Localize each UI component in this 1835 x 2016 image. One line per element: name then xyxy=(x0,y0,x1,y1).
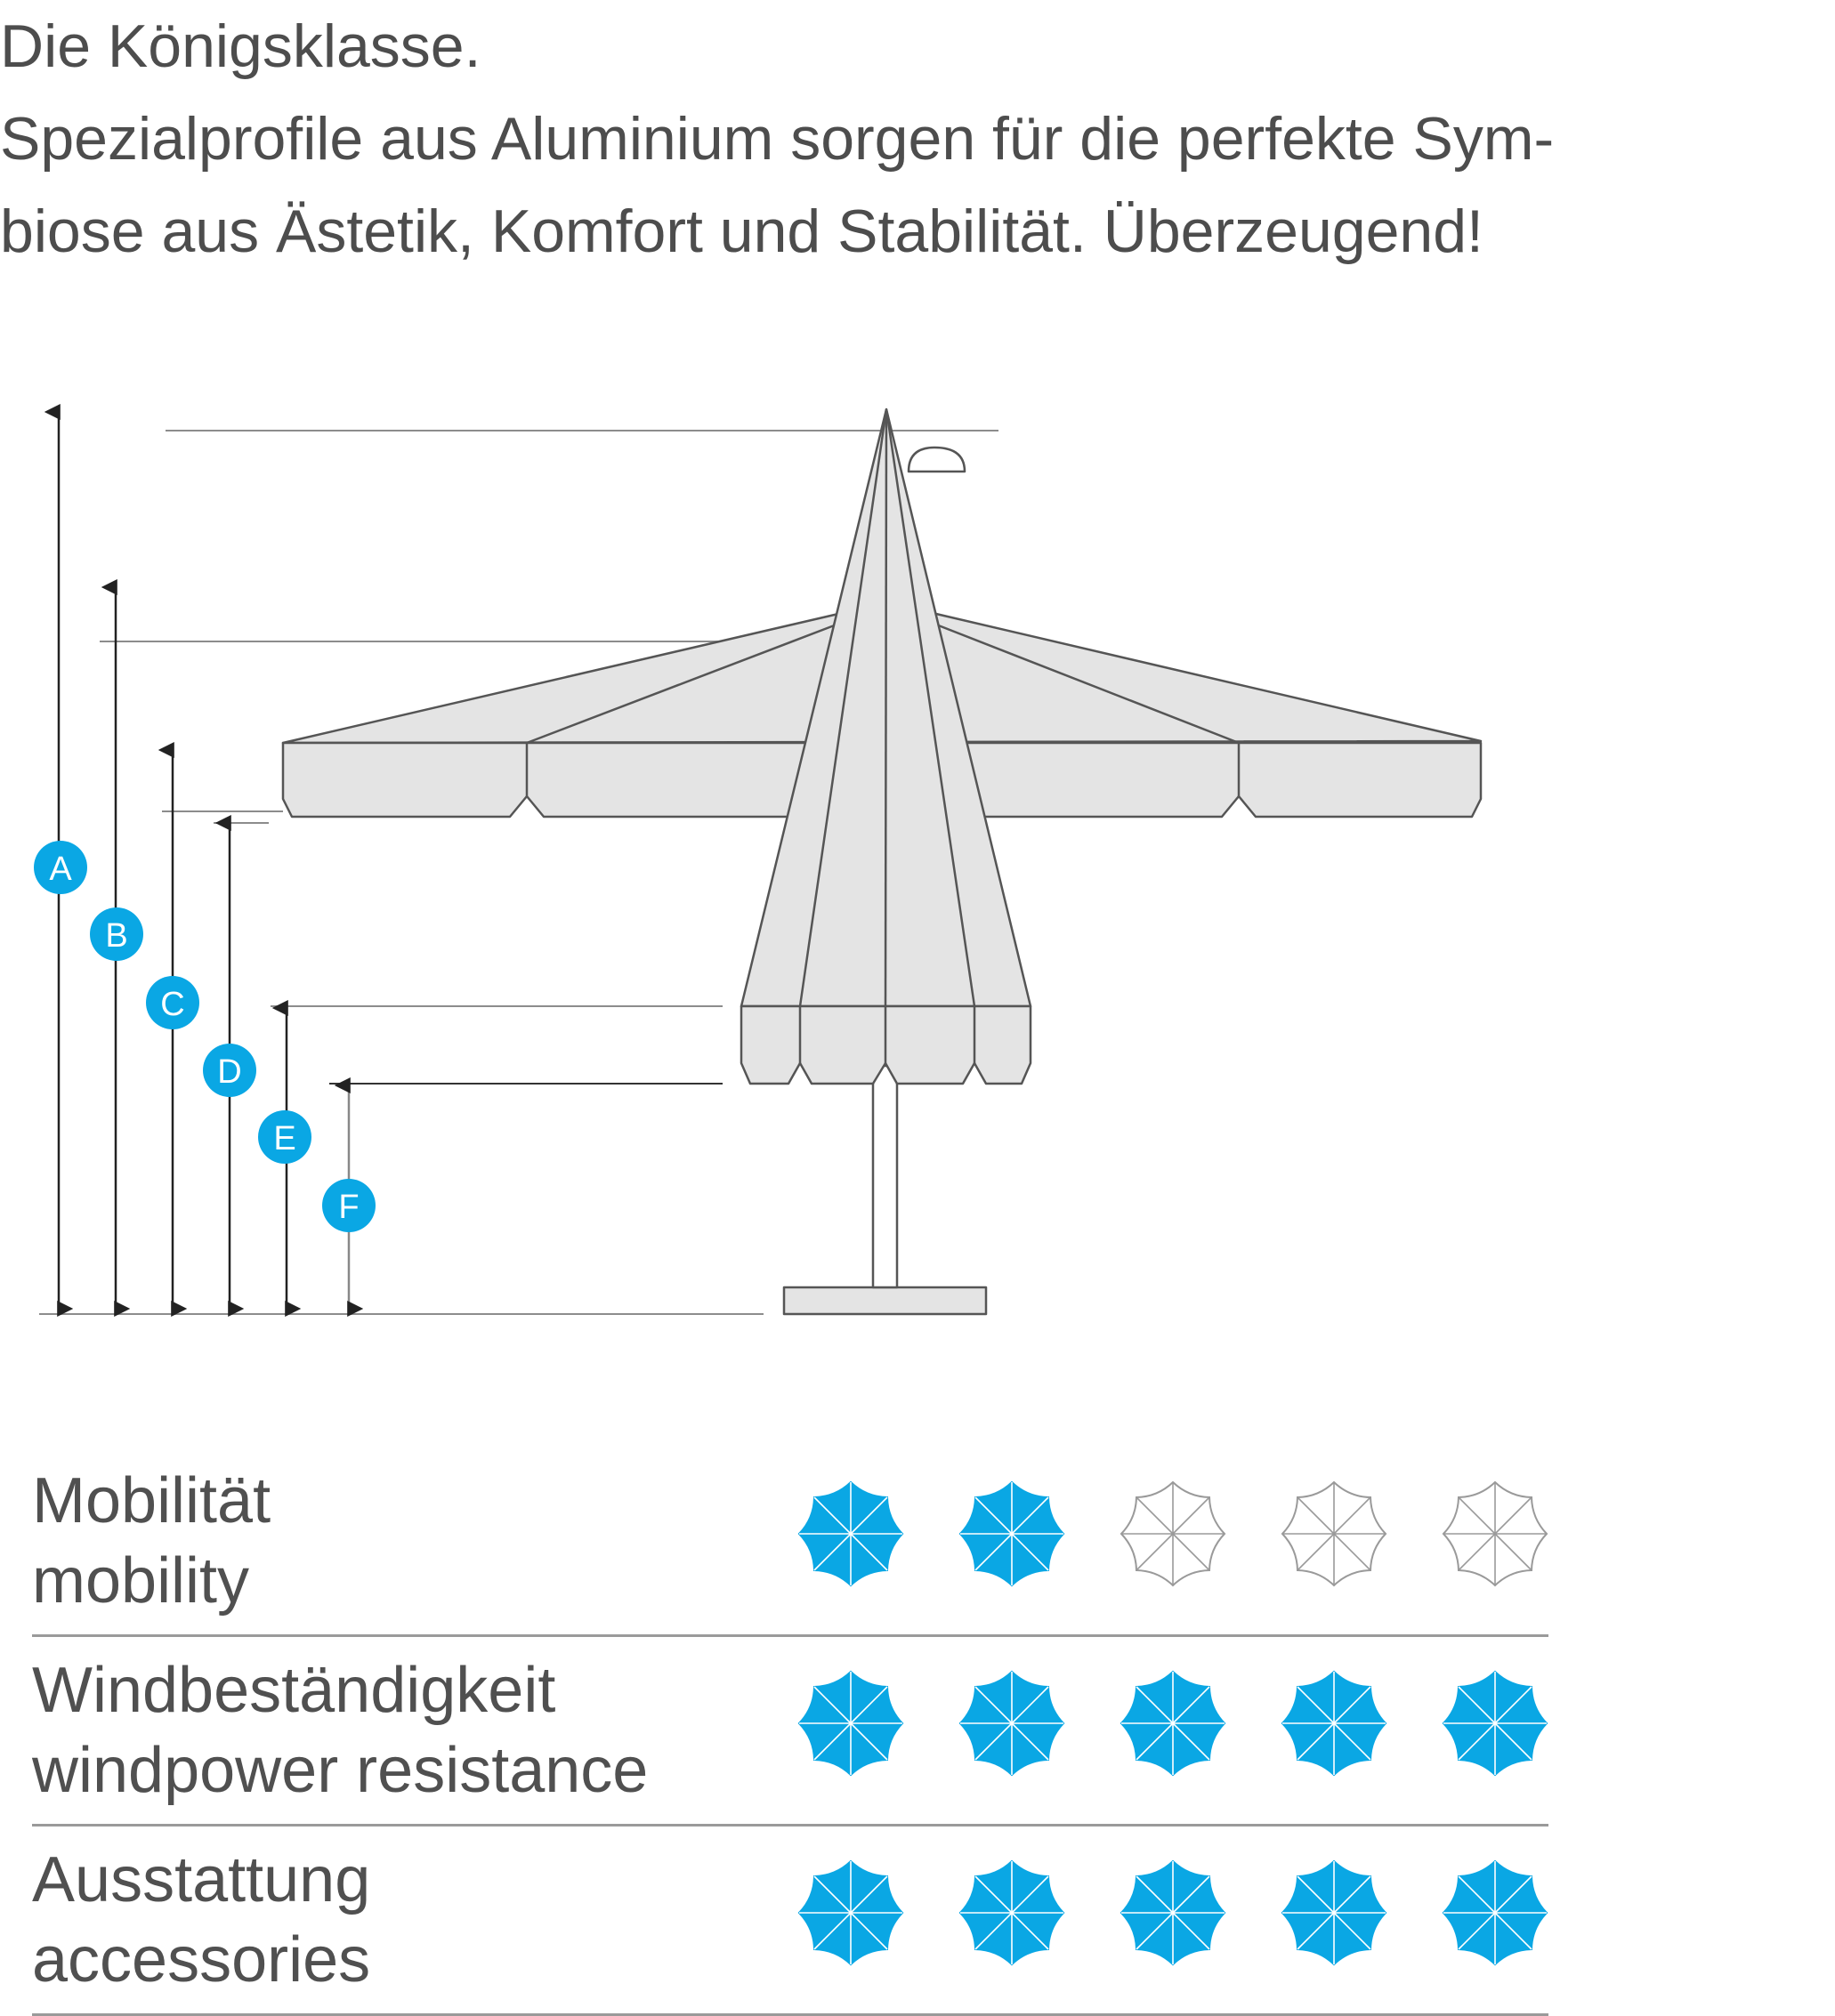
dimension-label: E xyxy=(273,1120,295,1157)
umbrella-filled-icon xyxy=(1281,1859,1387,1966)
intro-line: Die Königsklasse. xyxy=(0,12,481,80)
dimension-label: B xyxy=(105,917,127,955)
rating-row-accessories: Ausstattung accessories xyxy=(32,1827,1548,2016)
umbrella-filled-icon xyxy=(958,1670,1065,1777)
umbrella-dimension-diagram: A B C D E F xyxy=(34,404,1483,1317)
rating-label-de: Windbeständigkeit xyxy=(32,1655,556,1726)
umbrella-outline-icon xyxy=(1120,1480,1226,1587)
umbrella-filled-icon xyxy=(1281,1670,1387,1777)
rating-row-windpower-resistance: Windbeständigkeit windpower resistance xyxy=(32,1638,1548,1826)
rating-label-de: Ausstattung xyxy=(32,1844,371,1915)
umbrella-filled-icon xyxy=(797,1670,904,1777)
umbrella-filled-icon xyxy=(797,1859,904,1966)
dimension-label: D xyxy=(217,1053,241,1091)
umbrella-filled-icon xyxy=(958,1859,1065,1966)
dimension-badge-c: C xyxy=(146,976,199,1029)
umbrella-filled-icon xyxy=(1120,1670,1226,1777)
dimension-badge-b: B xyxy=(90,907,143,961)
umbrella-filled-icon xyxy=(1442,1670,1548,1777)
rating-label-en: accessories xyxy=(32,1924,371,1996)
umbrella-drawing xyxy=(281,407,1483,1316)
dimension-label: F xyxy=(338,1189,359,1226)
rating-label-de: Mobilität xyxy=(32,1465,271,1536)
rating-label: Ausstattung accessories xyxy=(32,1840,370,2000)
dimension-badge-e: E xyxy=(258,1110,311,1164)
dimension-arrows xyxy=(44,404,364,1317)
intro-line: Spezialprofile aus Aluminium sorgen für … xyxy=(0,105,1555,173)
dimension-label: C xyxy=(160,986,184,1023)
intro-text: Die Königsklasse. Spezialprofile aus Alu… xyxy=(0,0,1835,278)
rating-label: Windbeständigkeit windpower resistance xyxy=(32,1650,648,1810)
dimension-badge-a: A xyxy=(34,841,87,894)
umbrella-outline-icon xyxy=(1281,1480,1387,1587)
intro-line: biose aus Ästetik, Komfort und Stabilitä… xyxy=(0,198,1483,265)
umbrella-filled-icon xyxy=(958,1480,1065,1587)
umbrella-filled-icon xyxy=(1442,1859,1548,1966)
dimension-badge-f: F xyxy=(322,1179,376,1232)
dimension-badges: A B C D E F xyxy=(34,841,376,1232)
umbrella-filled-icon xyxy=(1120,1859,1226,1966)
rating-label-en: mobility xyxy=(32,1545,250,1617)
rating-label: Mobilität mobility xyxy=(32,1461,271,1621)
rating-icons xyxy=(796,1668,1561,1784)
rating-icons xyxy=(796,1479,1561,1594)
rating-icons xyxy=(796,1858,1561,1973)
umbrella-outline-icon xyxy=(1442,1480,1548,1587)
dimension-badge-d: D xyxy=(203,1044,256,1097)
rating-label-en: windpower resistance xyxy=(32,1735,649,1806)
umbrella-filled-icon xyxy=(797,1480,904,1587)
rating-row-mobility: Mobilität mobility xyxy=(32,1448,1548,1637)
dimension-label: A xyxy=(49,851,72,888)
